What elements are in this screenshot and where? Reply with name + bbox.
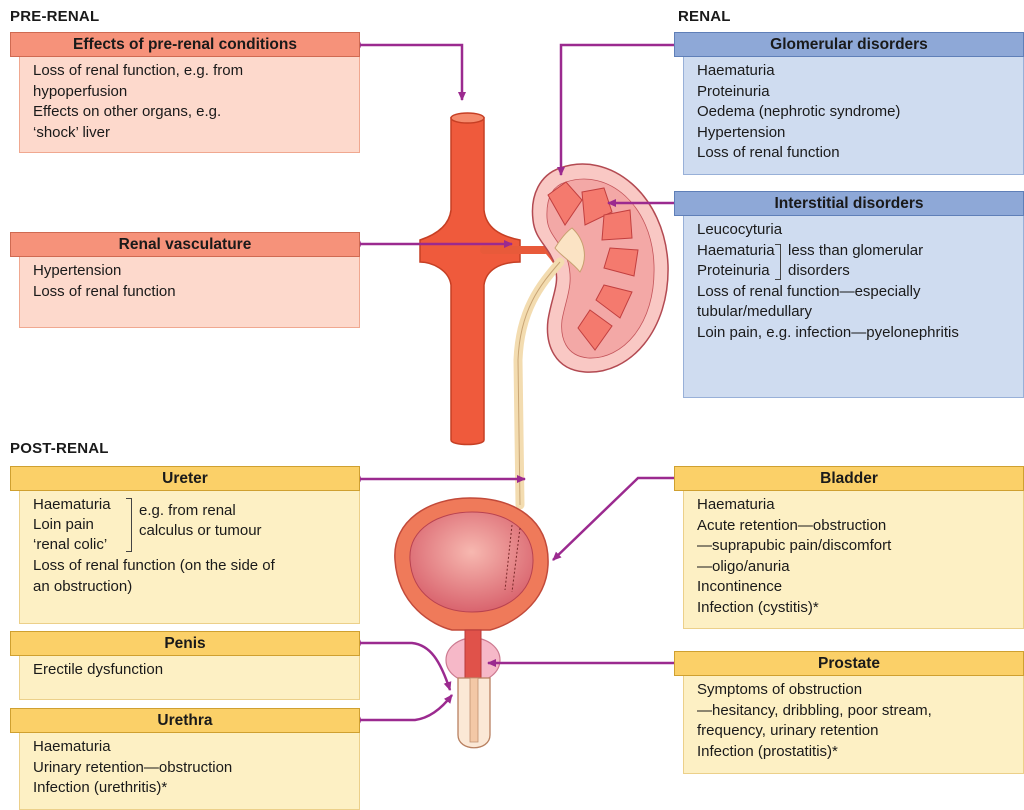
box-title: Prostate: [674, 651, 1024, 676]
box-title: Effects of pre-renal conditions: [10, 32, 360, 57]
text-line: Hypertension: [697, 123, 1023, 144]
box-body: Haematuria Proteinuria Oedema (nephrotic…: [683, 57, 1024, 175]
bracket-note: disorders: [788, 261, 850, 282]
box-urethra: Urethra Haematuria Urinary retention—obs…: [10, 708, 360, 810]
text-line: Loss of renal function, e.g. from: [33, 61, 359, 82]
box-body: Haematuria Acute retention—obstruction —…: [683, 491, 1024, 629]
box-body: Haematuria Loin pain ‘renal colic’ e.g. …: [19, 491, 360, 624]
text-line: Haematuria: [33, 737, 359, 758]
box-body: Erectile dysfunction: [19, 656, 360, 700]
box-title: Penis: [10, 631, 360, 656]
bladder: [395, 498, 548, 630]
box-prostate: Prostate Symptoms of obstruction —hesita…: [674, 651, 1024, 774]
text-line: Haematuria: [33, 495, 111, 516]
text-line: Loss of renal function: [33, 282, 359, 303]
box-title: Glomerular disorders: [674, 32, 1024, 57]
text-line: Haematuria: [697, 61, 1023, 82]
bracket-note: calculus or tumour: [139, 521, 262, 542]
box-body: Hypertension Loss of renal function: [19, 257, 360, 328]
text-line: Loss of renal function (on the side of: [33, 556, 359, 577]
text-line: Effects on other organs, e.g.: [33, 102, 359, 123]
box-penis: Penis Erectile dysfunction: [10, 631, 360, 700]
box-title: Bladder: [674, 466, 1024, 491]
bracket-note: e.g. from renal: [139, 501, 236, 522]
text-line: Infection (urethritis)*: [33, 778, 359, 799]
text-line: Oedema (nephrotic syndrome): [697, 102, 1023, 123]
box-title: Urethra: [10, 708, 360, 733]
text-line: Erectile dysfunction: [33, 660, 359, 681]
box-renal-vasculature: Renal vasculature Hypertension Loss of r…: [10, 232, 360, 328]
box-body: Haematuria Urinary retention—obstruction…: [19, 733, 360, 810]
text-line: Loss of renal function—especially: [697, 282, 1023, 303]
bracket-note: less than glomerular: [788, 241, 923, 262]
connectors: [357, 45, 690, 720]
bracket-mark: [775, 244, 781, 280]
text-line: Symptoms of obstruction: [697, 680, 1023, 701]
text-line: ‘shock’ liver: [33, 123, 359, 144]
text-line: an obstruction): [33, 577, 359, 598]
box-ureter: Ureter Haematuria Loin pain ‘renal colic…: [10, 466, 360, 624]
text-line: Hypertension: [33, 261, 359, 282]
box-body: Loss of renal function, e.g. from hypope…: [19, 57, 360, 153]
text-line: Leucocyturia: [697, 220, 1023, 241]
bracket-mark: [126, 498, 132, 552]
box-glomerular-disorders: Glomerular disorders Haematuria Proteinu…: [674, 32, 1024, 175]
text-line: frequency, urinary retention: [697, 721, 1023, 742]
box-title: Ureter: [10, 466, 360, 491]
text-line: Loss of renal function: [697, 143, 1023, 164]
bracket-group: Haematuria Loin pain ‘renal colic’ e.g. …: [33, 495, 359, 556]
box-title: Renal vasculature: [10, 232, 360, 257]
text-line: Haematuria: [697, 495, 1023, 516]
text-line: Loin pain: [33, 515, 94, 536]
text-line: —hesitancy, dribbling, poor stream,: [697, 701, 1023, 722]
text-line: Infection (prostatitis)*: [697, 742, 1023, 763]
text-line: ‘renal colic’: [33, 535, 107, 556]
text-line: Acute retention—obstruction: [697, 516, 1023, 537]
text-line: hypoperfusion: [33, 82, 359, 103]
box-body: Symptoms of obstruction —hesitancy, drib…: [683, 676, 1024, 774]
text-line: Infection (cystitis)*: [697, 598, 1023, 619]
text-line: Incontinence: [697, 577, 1023, 598]
box-title: Interstitial disorders: [674, 191, 1024, 216]
box-effects-pre-renal: Effects of pre-renal conditions Loss of …: [10, 32, 360, 153]
text-line: —oligo/anuria: [697, 557, 1023, 578]
text-line: Proteinuria: [697, 261, 770, 282]
text-line: Loin pain, e.g. infection—pyelonephritis: [697, 323, 1023, 344]
box-interstitial-disorders: Interstitial disorders Leucocyturia Haem…: [674, 191, 1024, 398]
text-line: —suprapubic pain/discomfort: [697, 536, 1023, 557]
text-line: Haematuria: [697, 241, 775, 262]
box-bladder: Bladder Haematuria Acute retention—obstr…: [674, 466, 1024, 629]
box-body: Leucocyturia Haematuria Proteinuria less…: [683, 216, 1024, 398]
aorta: [420, 113, 520, 445]
bracket-group: Haematuria Proteinuria less than glomeru…: [697, 241, 1023, 282]
text-line: tubular/medullary: [697, 302, 1023, 323]
text-line: Proteinuria: [697, 82, 1023, 103]
text-line: Urinary retention—obstruction: [33, 758, 359, 779]
